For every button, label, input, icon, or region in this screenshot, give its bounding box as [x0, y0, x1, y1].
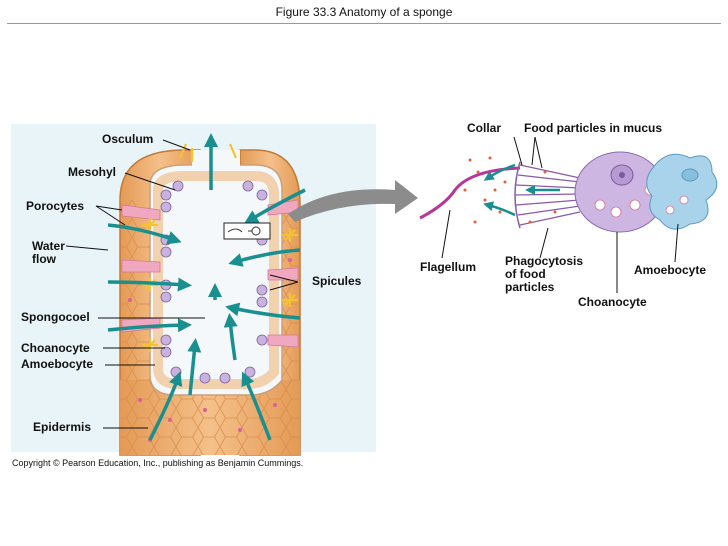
label-phagocytosis: Phagocytosis of food particles: [505, 254, 584, 294]
label-epidermis: Epidermis: [33, 420, 92, 434]
copyright-notice: Copyright © Pearson Education, Inc., pub…: [12, 458, 304, 468]
amoebocyte-cell: [646, 153, 718, 230]
label-choanocyte-detail: Choanocyte: [578, 295, 647, 309]
label-osculum: Osculum: [102, 132, 154, 146]
label-spongocoel: Spongocoel: [21, 310, 90, 324]
choanocyte-inset-box: [223, 222, 271, 240]
label-spicules: Spicules: [312, 274, 362, 288]
label-amoebocyte-detail: Amoebocyte: [634, 263, 707, 277]
label-collar: Collar: [467, 121, 502, 135]
sponge-body: [119, 149, 301, 456]
leader-lines: [65, 136, 679, 429]
collar-microvilli: [514, 164, 581, 226]
label-water-flow: Water flow: [32, 239, 65, 266]
label-flagellum: Flagellum: [420, 260, 477, 274]
detail-water-arrows: [483, 163, 560, 217]
epidermis-cells: [128, 258, 292, 442]
food-particles: [463, 156, 557, 224]
label-amoebocyte: Amoebocyte: [21, 357, 94, 371]
spicules: [142, 143, 298, 352]
label-food-particles: Food particles in mucus: [524, 121, 663, 135]
label-porocytes: Porocytes: [26, 199, 85, 213]
title-rule: [7, 23, 721, 24]
water-flow-arrows: [107, 133, 306, 441]
flagellum: [419, 166, 521, 220]
figure-title: Figure 33.3 Anatomy of a sponge: [275, 5, 453, 19]
magnify-connector-arrow: [288, 180, 418, 222]
label-mesohyl: Mesohyl: [68, 165, 117, 179]
label-choanocyte: Choanocyte: [21, 341, 90, 355]
